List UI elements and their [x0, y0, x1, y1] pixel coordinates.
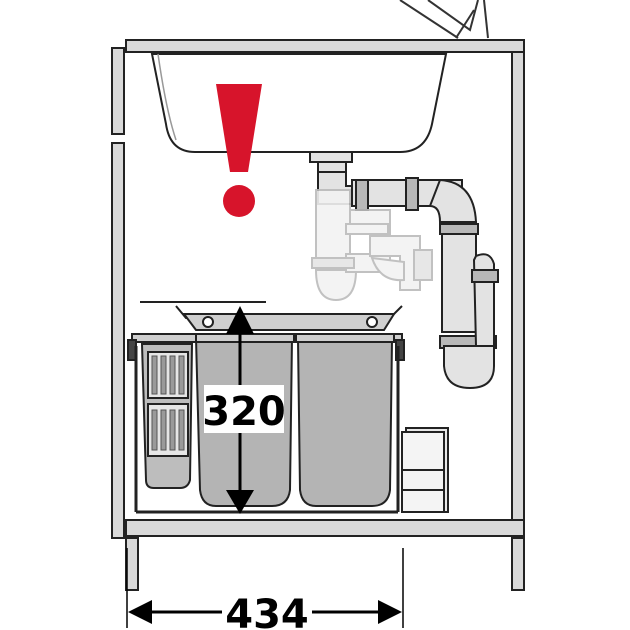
cabinet-frame	[111, 39, 525, 591]
cabinet-top-rail	[125, 39, 525, 53]
sink-basin	[150, 53, 448, 153]
right-waste-bin	[296, 339, 394, 507]
height-dimension-label: 320	[202, 389, 286, 435]
cabinet-left-wall	[111, 142, 125, 539]
siphon-pipe	[309, 151, 499, 390]
height-dimension-label-bg	[204, 385, 284, 433]
cabinet-right-leg	[511, 537, 525, 591]
faucet-outline	[399, 0, 489, 39]
cabinet-right-wall	[511, 39, 525, 541]
small-waste-bin	[140, 343, 194, 489]
cabinet-left-leg	[125, 537, 139, 591]
width-dimension-arrow	[126, 548, 404, 628]
cabinet-left-door-edge	[111, 47, 125, 135]
alternate-siphon-outline	[311, 189, 433, 302]
cabinet-floor-panel	[125, 519, 525, 537]
side-storage-box	[401, 427, 449, 513]
warning-exclamation-icon	[216, 84, 262, 217]
width-dimension-label: 434	[225, 592, 309, 630]
